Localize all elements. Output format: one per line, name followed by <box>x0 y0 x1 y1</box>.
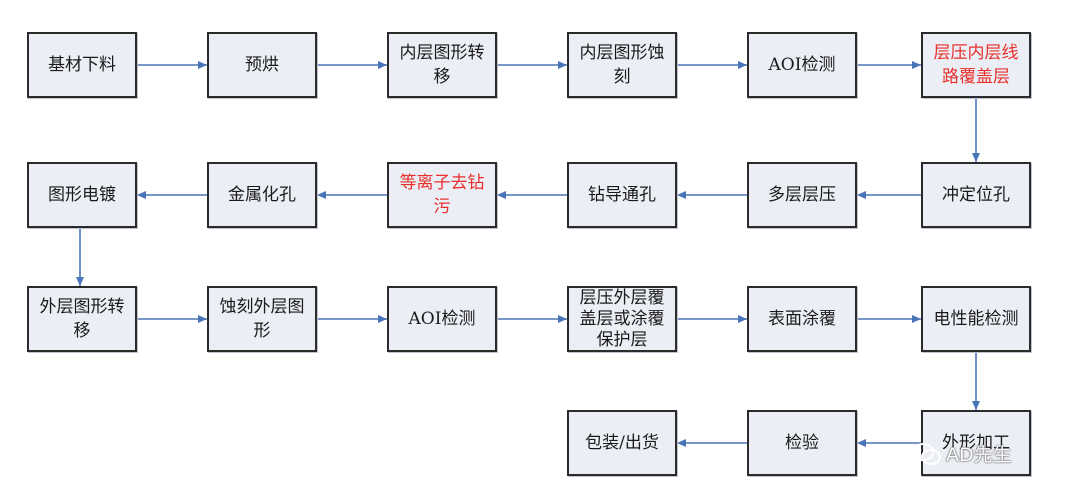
process-step-n9: 钻导通孔 <box>567 162 677 228</box>
step-label: 检验 <box>785 433 819 453</box>
step-label: 等离子去钻污 <box>399 173 485 217</box>
process-step-n15: AOI检测 <box>387 286 497 352</box>
process-step-n6: 层压内层线路覆盖层 <box>921 32 1031 98</box>
step-label: 冲定位孔 <box>942 185 1010 205</box>
flow-arrows <box>76 61 980 447</box>
step-label: 基材下料 <box>48 55 116 75</box>
process-step-n20: 检验 <box>747 410 857 476</box>
process-step-n5: AOI检测 <box>747 32 857 98</box>
process-step-n16: 层压外层覆盖层或涂覆保护层 <box>567 286 677 352</box>
step-label: 包装/出货 <box>585 433 659 453</box>
step-label: 外层图形转移 <box>39 297 125 341</box>
process-step-n18: 电性能检测 <box>921 286 1031 352</box>
process-step-n17: 表面涂覆 <box>747 286 857 352</box>
step-label: 内层图形转移 <box>399 43 485 87</box>
step-label: 钻导通孔 <box>588 185 656 205</box>
step-label: 外形加工 <box>942 433 1010 453</box>
step-label: 预烘 <box>245 55 279 75</box>
process-step-n10: 等离子去钻污 <box>387 162 497 228</box>
step-label: 内层图形蚀刻 <box>579 43 665 87</box>
wechat-icon <box>912 442 941 465</box>
process-step-n8: 多层层压 <box>747 162 857 228</box>
step-label: 蚀刻外层图形 <box>219 297 305 341</box>
step-label: AOI检测 <box>768 55 836 75</box>
step-label: 电性能检测 <box>933 309 1019 329</box>
step-label: AOI检测 <box>408 309 476 329</box>
step-label: 层压内层线路覆盖层 <box>933 43 1019 87</box>
process-step-n21: 包装/出货 <box>567 410 677 476</box>
step-label: 表面涂覆 <box>768 309 836 329</box>
watermark: AD先生 <box>912 440 1012 467</box>
process-step-n11: 金属化孔 <box>207 162 317 228</box>
step-label: 多层层压 <box>768 185 836 205</box>
process-step-n7: 冲定位孔 <box>921 162 1031 228</box>
step-label: 层压外层覆盖层或涂覆保护层 <box>579 287 665 350</box>
process-step-n1: 基材下料 <box>27 32 137 98</box>
process-step-n14: 蚀刻外层图形 <box>207 286 317 352</box>
process-step-n12: 图形电镀 <box>27 162 137 228</box>
process-step-n13: 外层图形转移 <box>27 286 137 352</box>
process-step-n2: 预烘 <box>207 32 317 98</box>
process-step-n4: 内层图形蚀刻 <box>567 32 677 98</box>
step-label: 金属化孔 <box>228 185 296 205</box>
step-label: 图形电镀 <box>48 185 116 205</box>
process-step-n19: 外形加工 <box>921 410 1031 476</box>
process-step-n3: 内层图形转移 <box>387 32 497 98</box>
watermark-text: AD先生 <box>946 444 1012 466</box>
